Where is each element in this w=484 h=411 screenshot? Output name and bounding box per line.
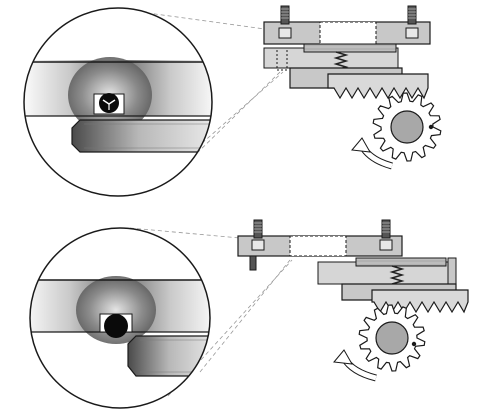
bottom-spring <box>389 265 405 285</box>
bottom-left-screw <box>249 219 265 271</box>
top-zoom-ball <box>93 93 125 115</box>
bottom-gear-rack <box>371 289 469 314</box>
bottom-panel <box>29 219 469 409</box>
top-panel <box>23 5 442 197</box>
top-left-screw <box>278 5 292 39</box>
bottom-zoom-circle <box>29 227 211 409</box>
top-zoom-slider <box>71 119 212 153</box>
top-right-screw <box>405 5 419 39</box>
bottom-pinion-gear <box>358 304 426 372</box>
top-pinion-gear <box>372 92 442 162</box>
top-gear-rack <box>327 73 429 100</box>
bottom-right-screw <box>379 219 393 251</box>
top-spring <box>333 51 349 71</box>
bottom-zoom-ball <box>99 313 133 338</box>
bottom-mechanism <box>237 219 469 382</box>
top-mechanism <box>263 5 442 170</box>
top-zoom-circle <box>23 7 213 197</box>
